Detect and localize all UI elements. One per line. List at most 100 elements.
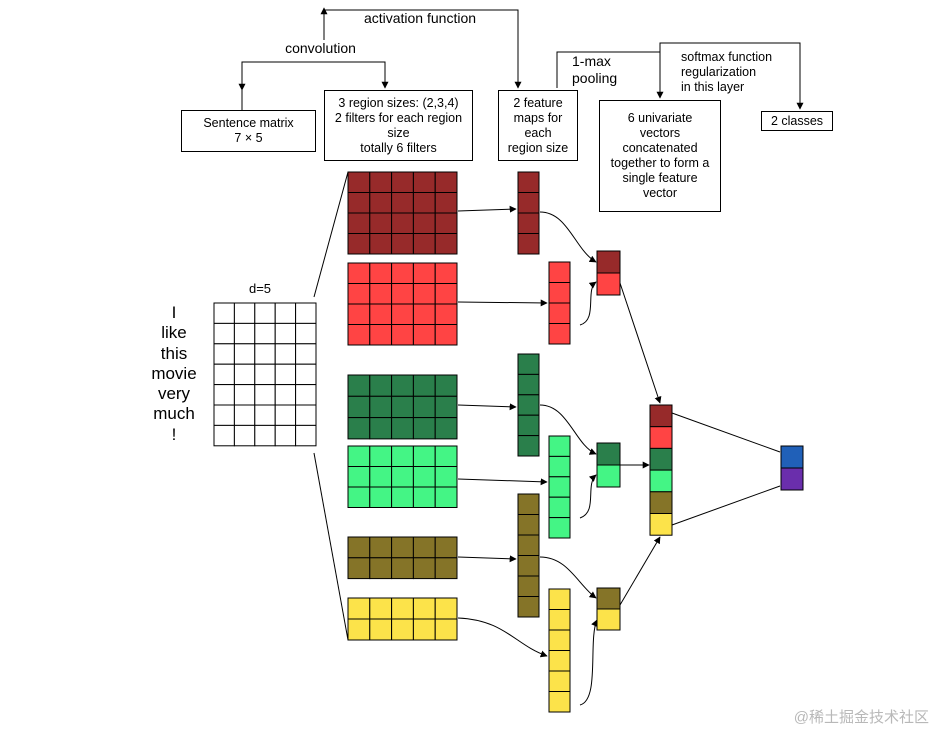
feature-map-light-green: [548, 435, 571, 539]
sentence-matrix-cell: [274, 302, 297, 324]
filter-light-green-cell: [369, 466, 393, 488]
feature-maps-line-4: region size: [507, 140, 569, 155]
filter-dark-red-cell: [347, 233, 371, 255]
softmax-line-3: in this layer: [681, 80, 745, 94]
filter-red-cell: [369, 303, 393, 325]
sentence-matrix-cell: [295, 363, 317, 386]
filter-dark-red-cell: [347, 192, 371, 214]
filter-olive-cell: [391, 536, 414, 559]
filter-dark-red-cell: [369, 192, 393, 214]
filter-light-green-cell: [347, 486, 371, 508]
feature-map-yellow: [548, 588, 571, 713]
filter-red-cell: [347, 262, 371, 284]
filter-yellow-cell: [347, 618, 371, 641]
feature-map-yellow-cell: [548, 670, 571, 692]
filter-dark-red-cell: [391, 171, 414, 193]
filter-olive-cell: [347, 536, 371, 559]
sentence-matrix: [213, 302, 317, 447]
sentence-matrix-cell: [213, 384, 235, 406]
filter-projection-top: [313, 171, 349, 298]
filter-dark-red-cell: [391, 212, 414, 234]
concatenated-vector: [649, 404, 673, 536]
softmax-line-2: regularization: [681, 65, 757, 79]
feature-map-light-green-cell: [548, 517, 571, 539]
softmax-label: softmax function regularization in this …: [681, 50, 772, 95]
feature-map-olive-cell: [517, 555, 540, 577]
filter-red-cell: [434, 262, 458, 284]
feature-maps-box: 2 feature maps for each region size: [498, 90, 578, 161]
univariate-line-3: concatenated: [622, 141, 698, 155]
feature-map-red-cell: [548, 261, 571, 283]
filter-dark-green-cell: [434, 417, 458, 440]
conv-arrow-4: [457, 478, 548, 486]
pooled-green-cell: [596, 464, 621, 488]
feature-map-red-cell: [548, 282, 571, 304]
softmax-line-1: softmax function: [681, 50, 773, 64]
filter-dark-red-cell: [412, 233, 436, 255]
filter-red-cell: [391, 283, 414, 305]
sentence-matrix-cell: [274, 384, 297, 406]
feature-map-yellow-cell: [548, 588, 571, 610]
concatenated-vector-cell: [649, 491, 673, 514]
filter-red: [347, 262, 458, 346]
feature-map-dark-green: [517, 353, 540, 457]
sentence-matrix-cell: [233, 322, 256, 345]
feature-map-olive-cell: [517, 596, 540, 618]
filter-dark-green-cell: [434, 374, 458, 397]
feature-map-dark-green-cell: [517, 373, 540, 396]
filter-dark-red-cell: [369, 212, 393, 234]
feature-map-yellow-cell: [548, 650, 571, 672]
filter-red-cell: [369, 324, 393, 346]
filter-dark-red-cell: [347, 171, 371, 193]
conv-arrow-2: [457, 299, 548, 307]
feature-map-dark-red-cell: [517, 212, 540, 234]
region-sizes-box: 3 region sizes: (2,3,4) 2 filters for ea…: [324, 90, 473, 161]
sentence-matrix-cell: [233, 404, 256, 426]
pooled-green: [596, 442, 621, 488]
pooled-yellow: [596, 587, 621, 631]
conv-arrow-1: [457, 205, 517, 213]
sentence-matrix-cell: [274, 322, 297, 345]
region-sizes-line-1: 3 region sizes: (2,3,4): [338, 95, 459, 110]
feature-map-light-green-cell: [548, 435, 571, 457]
pool-arrow-5: [539, 556, 597, 599]
feature-maps-line-3: each: [524, 125, 552, 140]
sentence-matrix-cell: [213, 343, 235, 365]
pooled-yellow-cell: [596, 587, 621, 610]
sentence-matrix-cell: [254, 343, 276, 365]
filter-dark-red-cell: [391, 192, 414, 214]
watermark: @稀土掘金技术社区: [793, 709, 929, 726]
feature-map-dark-red: [517, 171, 540, 255]
univariate-line-2: vectors: [639, 126, 681, 140]
pooled-green-cell: [596, 442, 621, 466]
max-pooling-line-1: 1-max: [572, 53, 611, 69]
feature-map-dark-green-cell: [517, 414, 540, 437]
conv-arrow-6: [457, 617, 548, 658]
filter-red-cell: [347, 283, 371, 305]
filter-dark-red-cell: [434, 171, 458, 193]
classes-box: 2 classes: [761, 111, 833, 131]
filter-dark-red-cell: [434, 233, 458, 255]
filter-olive-cell: [412, 557, 436, 580]
filter-red-cell: [412, 303, 436, 325]
sentence-matrix-cell: [295, 343, 317, 365]
concatenated-vector-cell: [649, 404, 673, 428]
conv-arrow-5: [457, 555, 517, 563]
word-i: I: [171, 303, 177, 322]
feature-map-yellow-cell: [548, 629, 571, 651]
sentence-matrix-cell: [213, 302, 235, 324]
filter-dark-red-cell: [434, 212, 458, 234]
feature-maps-line-2: maps for: [513, 110, 563, 125]
filter-dark-red-cell: [434, 192, 458, 214]
sentence-matrix-cell: [295, 322, 317, 345]
sentence-matrix-cell: [213, 424, 235, 447]
feature-map-light-green-cell: [548, 455, 571, 478]
region-sizes-line-2: 2 filters for each region: [334, 110, 463, 125]
feature-map-light-green-cell: [548, 496, 571, 519]
filter-light-green-cell: [391, 486, 414, 508]
filter-dark-red-cell: [369, 233, 393, 255]
sentence-matrix-line-2: 7 × 5: [234, 131, 263, 145]
output-classes-cell: [780, 467, 804, 491]
sentence-matrix-cell: [233, 424, 256, 447]
softmax-bracket: [659, 42, 804, 110]
